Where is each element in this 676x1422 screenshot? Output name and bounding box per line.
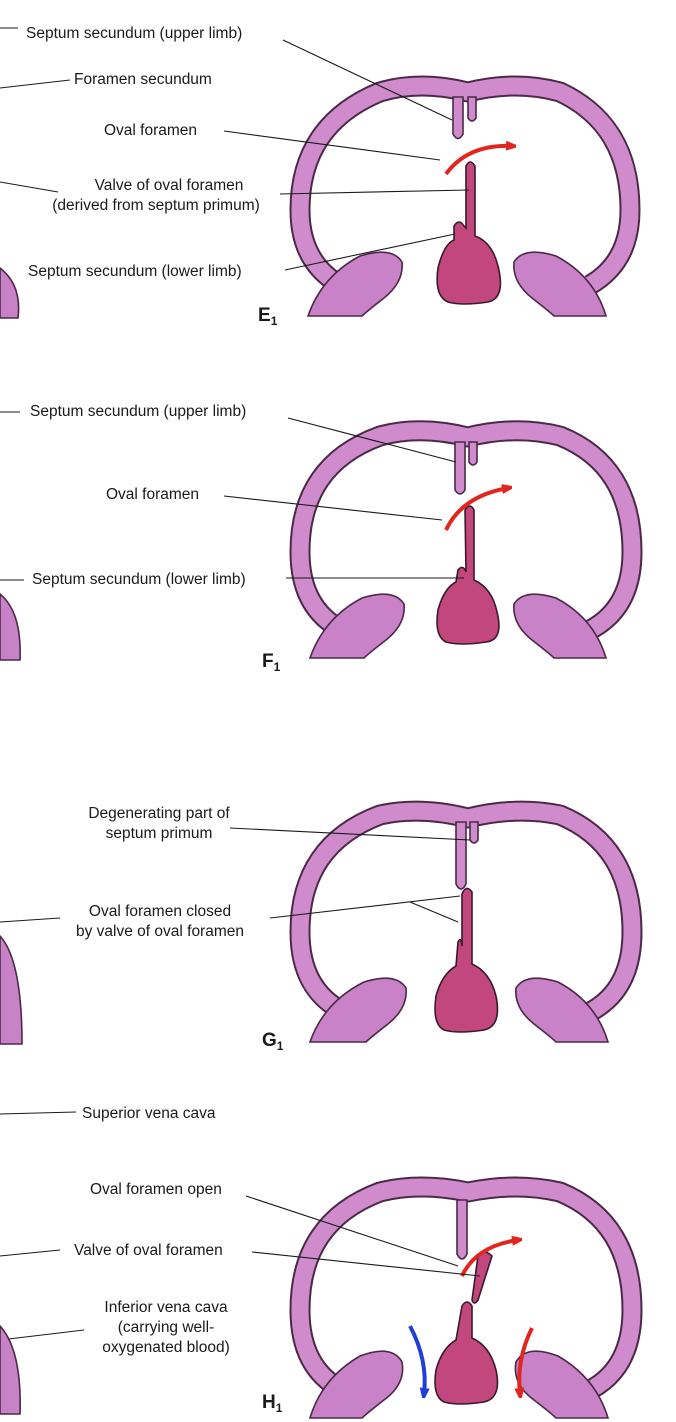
- panel-g-closed-label-line2: by valve of oval foramen: [75, 923, 245, 940]
- panel-f-lower-limb-label: Septum secundum (lower limb): [32, 571, 246, 588]
- panel-h-open-label: Oval foramen open: [90, 1181, 222, 1198]
- panel-h-valve-label: Valve of oval foramen: [74, 1242, 223, 1259]
- panel-g-degen-label-line2: septum primum: [105, 825, 213, 842]
- panel-f-id: F1: [262, 651, 281, 674]
- panel-e-upper-limb-label: Septum secundum (upper limb): [26, 25, 243, 42]
- panel-h-id: H1: [262, 1392, 283, 1415]
- panel-e-heart: [0, 27, 641, 319]
- panel-h-ivc-label-line1: Inferior vena cava: [104, 1299, 228, 1316]
- panel-f-upper-limb-label: Septum secundum (upper limb): [30, 403, 247, 420]
- panel-e-oval-foramen-label: Oval foramen: [104, 122, 198, 139]
- panel-g-degen-label-line1: Degenerating part of: [88, 805, 230, 822]
- panel-f-heart: [0, 411, 643, 661]
- panel-h-heart: [0, 1111, 643, 1419]
- panel-e-lower-limb-label: Septum secundum (lower limb): [28, 263, 242, 280]
- panel-h-ivc-label-line3: oxygenated blood): [102, 1339, 230, 1356]
- panel-e-valve-label-line1: Valve of oval foramen: [94, 177, 244, 194]
- panel-h-svc-label: Superior vena cava: [82, 1105, 216, 1122]
- panel-h-ivc-label-line2: (carrying well-: [117, 1319, 215, 1336]
- panel-e-foramen-secundum-label: Foramen secundum: [74, 71, 212, 88]
- panel-e-valve-label-line2: (derived from septum primum): [52, 197, 260, 214]
- panel-g-heart: [0, 800, 643, 1045]
- panel-e-id: E1: [258, 305, 278, 328]
- panel-f-oval-foramen-label: Oval foramen: [106, 486, 200, 503]
- panel-g-closed-label-line1: Oval foramen closed: [88, 903, 232, 920]
- panel-g-id: G1: [262, 1030, 284, 1053]
